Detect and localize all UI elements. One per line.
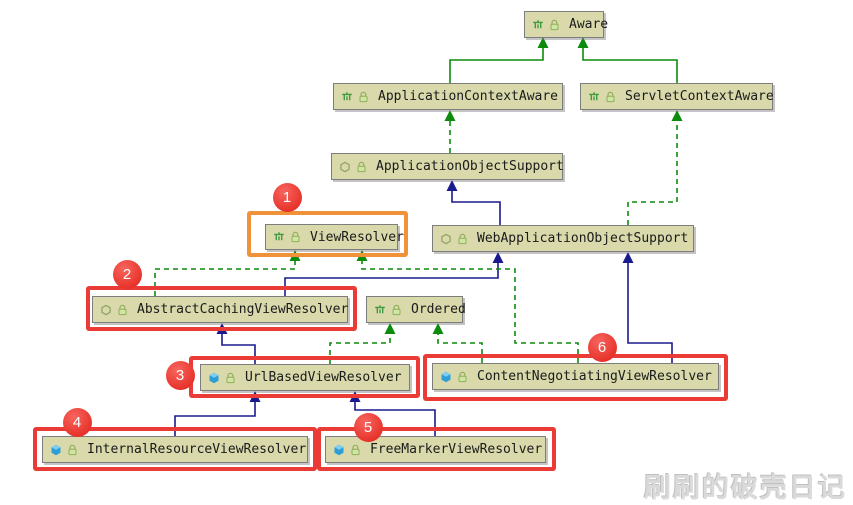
class-name-label: UrlBasedViewResolver	[245, 370, 402, 385]
class-name-label: ServletContextAware	[625, 89, 774, 104]
class-node-application-object-support[interactable]: ApplicationObjectSupport	[331, 153, 564, 180]
annotation-badge-2: 2	[112, 259, 142, 289]
lock-icon	[457, 233, 468, 245]
class-icon	[208, 372, 220, 384]
connector-content-negotiating-view-resolver-extends-web-application-object-support	[627, 253, 673, 363]
lock-icon	[358, 91, 369, 103]
class-node-servlet-context-aware[interactable]: ServletContextAware	[580, 83, 774, 110]
lock-icon	[605, 91, 616, 103]
class-node-ordered[interactable]: Ordered	[366, 296, 466, 323]
class-node-url-based-view-resolver[interactable]: UrlBasedViewResolver	[200, 364, 410, 391]
arrowhead-icon-content-negotiating-view-resolver-extends-web-application-object-support	[622, 252, 634, 263]
highlight-border-content-negotiating-view-resolver	[423, 354, 728, 401]
class-name-label: ApplicationContextAware	[378, 89, 559, 104]
interface-icon	[341, 91, 353, 103]
class-node-aware[interactable]: Aware	[524, 11, 608, 38]
annotation-badge-5: 5	[353, 412, 383, 442]
connector-servlet-context-aware-extends-aware	[582, 38, 678, 83]
class-node-internal-resource-view-resolver[interactable]: InternalResourceViewResolver	[42, 436, 308, 463]
highlight-border-url-based-view-resolver	[189, 356, 420, 398]
annotation-badge-4: 4	[62, 407, 92, 437]
lock-icon	[549, 19, 560, 31]
interface-icon	[273, 231, 285, 243]
class-name-label: AbstractCachingViewResolver	[137, 302, 349, 317]
abstract-class-icon	[100, 304, 112, 316]
interface-icon	[532, 19, 544, 31]
class-node-abstract-caching-view-resolver[interactable]: AbstractCachingViewResolver	[92, 296, 348, 323]
class-name-label: ApplicationObjectSupport	[376, 159, 564, 174]
arrowhead-icon-application-object-support-implements-application-context-aware	[444, 110, 456, 121]
lock-icon	[67, 444, 78, 456]
class-node-application-context-aware[interactable]: ApplicationContextAware	[333, 83, 563, 110]
arrowhead-icon-application-context-aware-extends-aware	[537, 37, 549, 48]
arrowhead-icon-url-based-view-resolver-implements-ordered	[384, 323, 396, 334]
abstract-class-icon	[440, 233, 452, 245]
class-node-freemarker-view-resolver[interactable]: FreeMarkerViewResolver	[325, 436, 546, 463]
class-name-label: InternalResourceViewResolver	[87, 442, 307, 457]
class-node-view-resolver[interactable]: ViewResolver	[265, 224, 404, 250]
watermark: 刷刷的破壳日记	[644, 473, 847, 504]
class-node-content-negotiating-view-resolver[interactable]: ContentNegotiatingViewResolver	[432, 363, 719, 390]
arrowhead-icon-content-negotiating-view-resolver-implements-ordered	[432, 323, 444, 334]
lock-icon	[290, 231, 301, 243]
annotation-badge-6: 6	[587, 332, 617, 362]
abstract-class-icon	[339, 161, 351, 173]
class-name-label: ViewResolver	[310, 229, 404, 245]
lock-icon	[350, 444, 361, 456]
class-icon	[50, 444, 62, 456]
class-node-web-application-object-support[interactable]: WebApplicationObjectSupport	[432, 225, 694, 252]
arrowhead-icon-abstract-caching-view-resolver-extends-web-application-object-support	[492, 252, 504, 263]
connector-internal-resource-view-resolver-extends-url-based-view-resolver	[174, 392, 256, 436]
class-name-label: ContentNegotiatingViewResolver	[477, 369, 712, 384]
class-name-label: WebApplicationObjectSupport	[477, 231, 689, 246]
highlight-border-freemarker-view-resolver	[317, 427, 556, 471]
arrowhead-icon-servlet-context-aware-extends-aware	[577, 37, 589, 48]
lock-icon	[391, 304, 402, 316]
class-icon	[333, 444, 345, 456]
connector-web-application-object-support-implements-servlet-context-aware	[627, 111, 678, 225]
annotation-badge-3: 3	[165, 360, 195, 390]
lock-icon	[117, 304, 128, 316]
interface-icon	[588, 91, 600, 103]
class-name-label: Ordered	[411, 302, 466, 317]
arrowhead-icon-web-application-object-support-extends-application-object-support	[446, 180, 458, 191]
class-icon	[440, 371, 452, 383]
connector-content-negotiating-view-resolver-implements-view-resolver	[361, 251, 579, 363]
arrowhead-icon-web-application-object-support-implements-servlet-context-aware	[671, 110, 683, 121]
lock-icon	[225, 372, 236, 384]
annotation-badge-1: 1	[272, 182, 302, 212]
class-name-label: FreeMarkerViewResolver	[370, 442, 543, 457]
lock-icon	[356, 161, 367, 173]
highlight-border-internal-resource-view-resolver	[33, 427, 317, 471]
lock-icon	[457, 371, 468, 383]
interface-icon	[374, 304, 386, 316]
connector-application-context-aware-extends-aware	[449, 38, 544, 83]
highlight-border-view-resolver	[247, 211, 408, 257]
connector-url-based-view-resolver-extends-abstract-caching-view-resolver	[221, 324, 256, 364]
class-name-label: Aware	[569, 17, 609, 32]
highlight-border-abstract-caching-view-resolver	[86, 286, 357, 331]
connector-web-application-object-support-extends-application-object-support	[451, 181, 501, 225]
